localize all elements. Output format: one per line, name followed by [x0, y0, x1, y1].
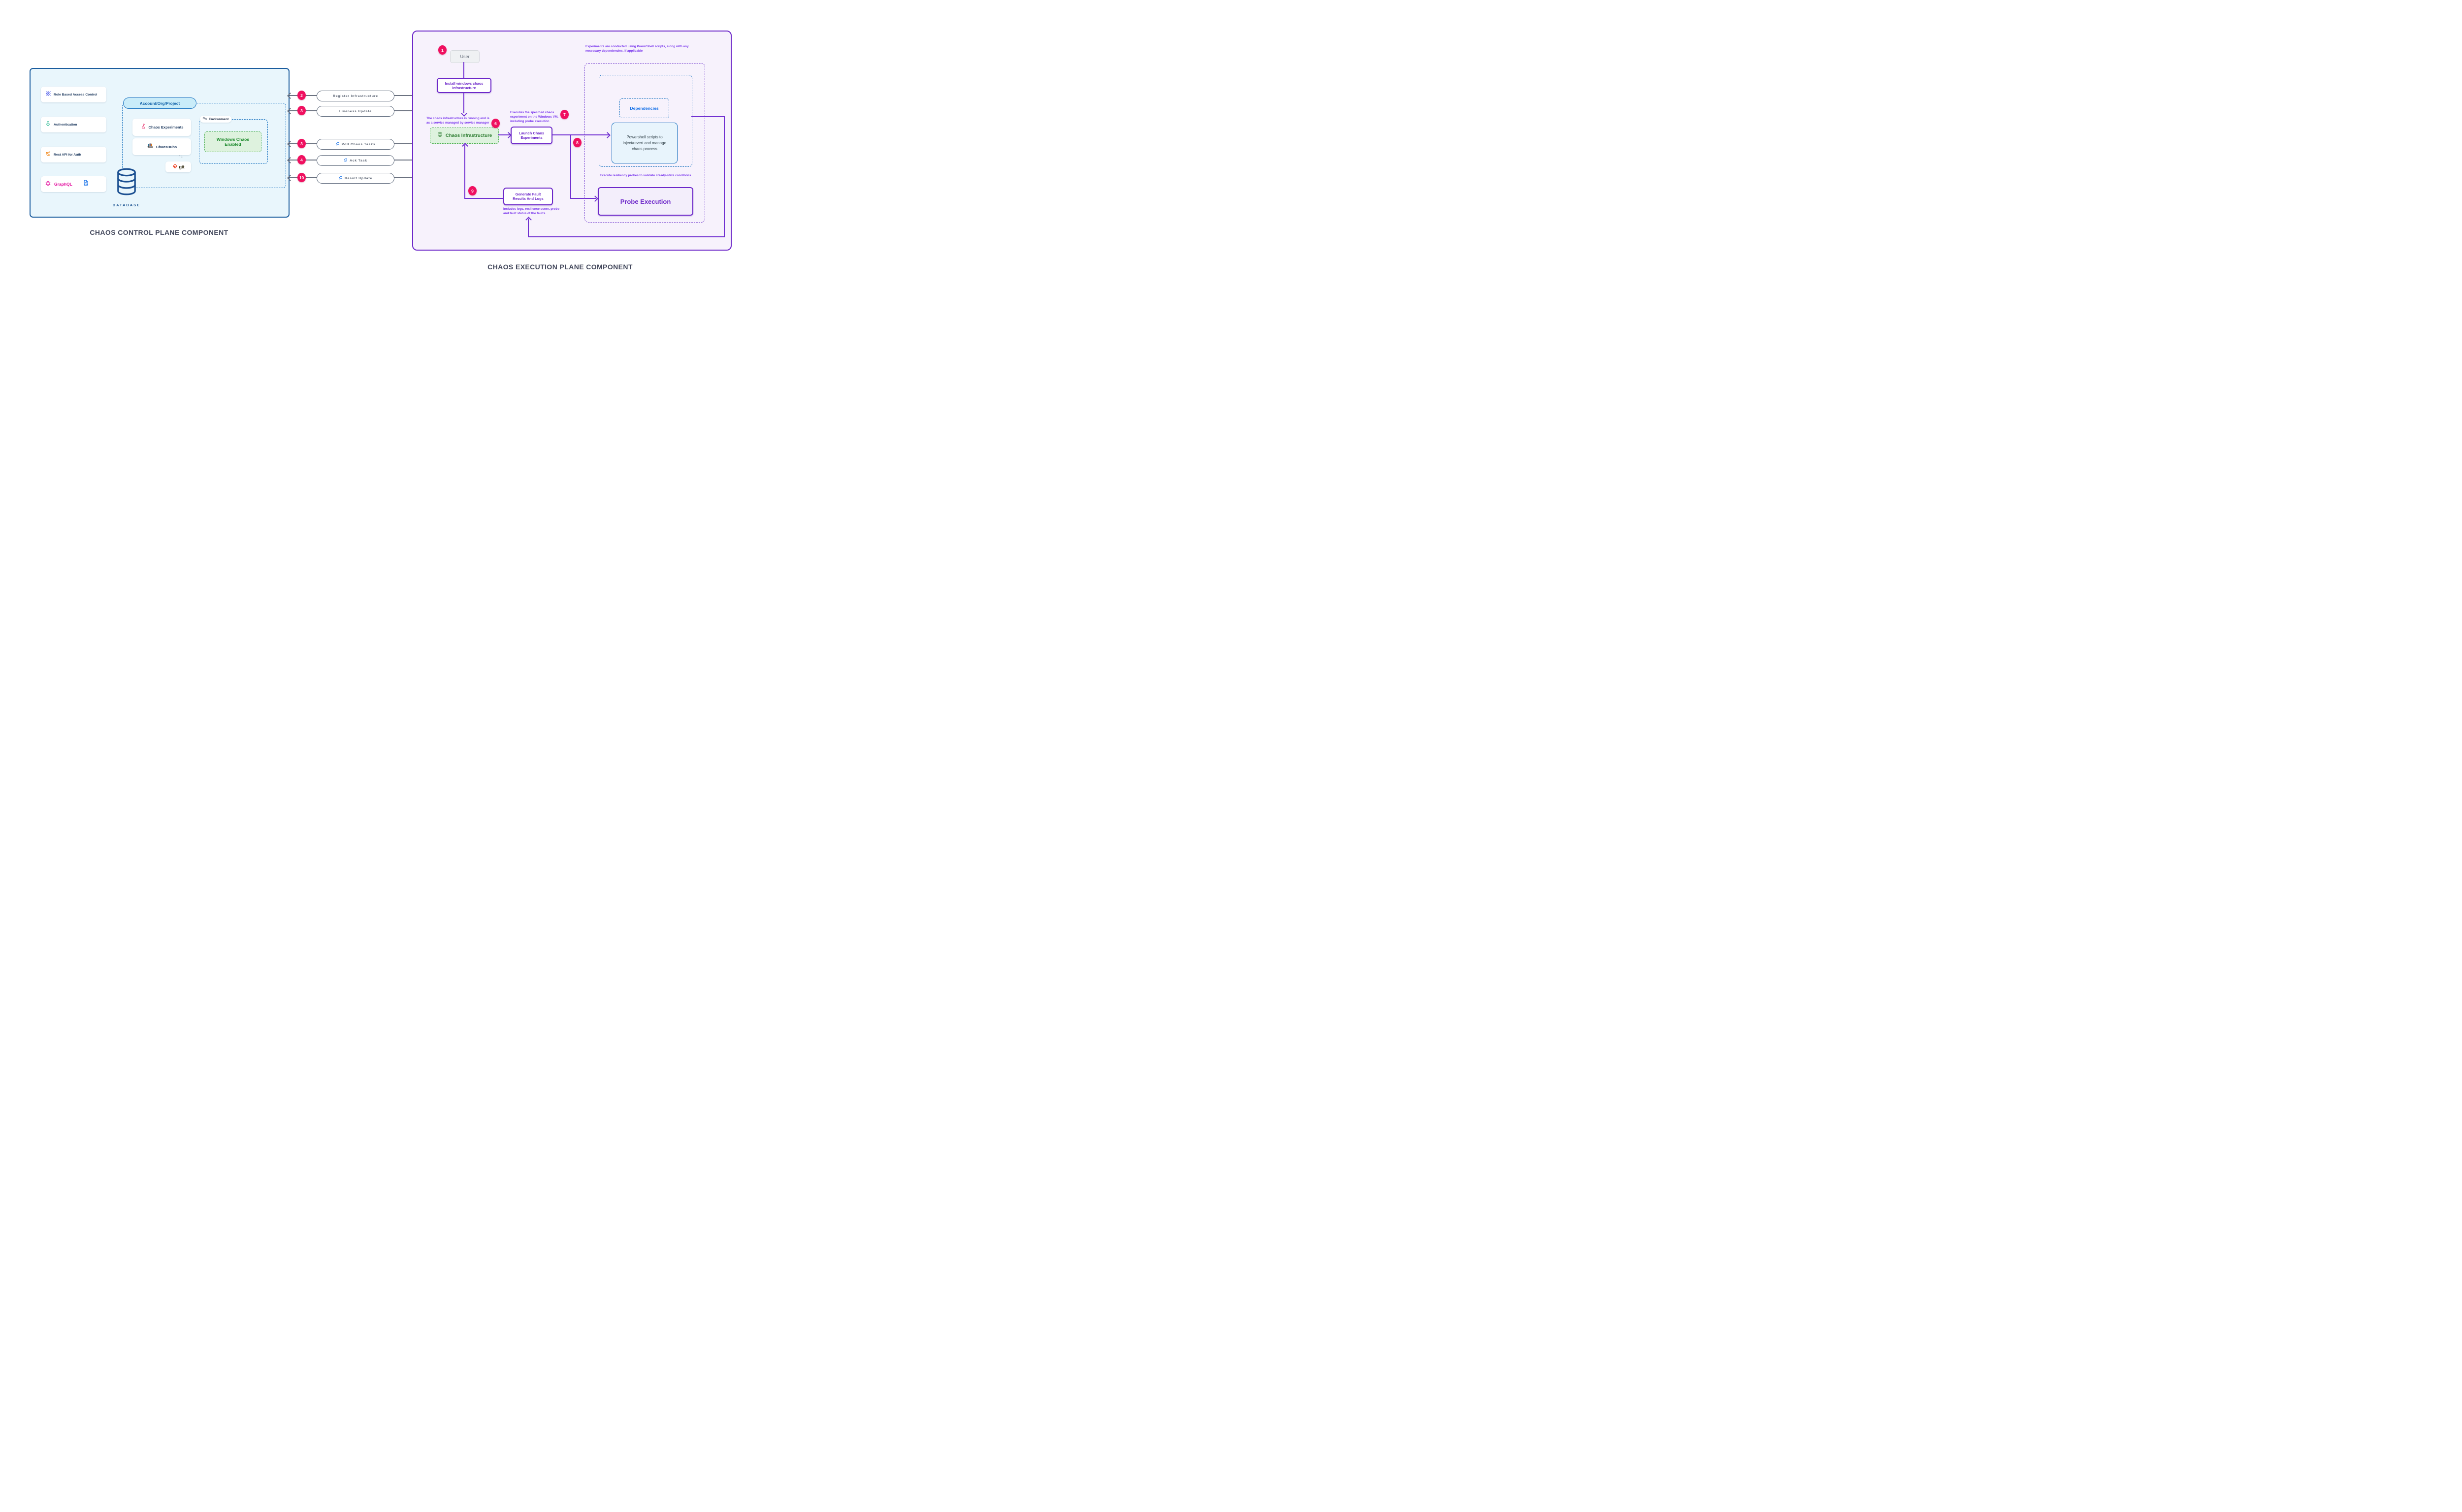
git-sync-arrows-icon: ↑↓: [179, 154, 183, 159]
git-label: git: [179, 164, 185, 169]
step-badge: 3: [297, 106, 306, 115]
annotation-running: The chaos infrastructure is running and …: [426, 117, 489, 125]
flow-label: Poll Chaos Tasks: [341, 142, 376, 146]
environment-container: [199, 119, 268, 164]
connector-generate-vertical: [464, 145, 465, 199]
flask-icon: [140, 123, 146, 132]
step-badge-user: 1: [438, 45, 447, 55]
graphql-icon: [45, 180, 51, 189]
powershell-scripts-label: Powershell scripts to inject/revert and …: [622, 134, 667, 151]
flow-label: Liveness Update: [339, 109, 372, 113]
flow-label: Register Infrastructure: [333, 94, 378, 98]
chaos-architecture-diagram: Role Based Access Control Authentication…: [0, 0, 759, 302]
chaos-experiments-label: Chaos Experiments: [148, 125, 184, 129]
api-document-icon: API: [83, 180, 89, 189]
feedback-line-right: [724, 116, 725, 237]
execution-plane-title: CHAOS EXECUTION PLANE COMPONENT: [487, 263, 633, 271]
account-org-project-label: Account/Org/Project: [139, 100, 180, 106]
dependencies-label: Dependencies: [630, 106, 659, 111]
connector-launch-powershell: [552, 134, 609, 135]
launch-chaos-experiments-box: Launch Chaos Experiments: [511, 127, 552, 144]
generate-fault-label: Generate Fault Results And Logs: [513, 192, 544, 201]
open-lock-icon: [45, 120, 51, 129]
database-label: DATABASE: [112, 203, 141, 207]
lab-rack-icon: [147, 142, 154, 151]
authentication-card: Authentication: [41, 117, 106, 132]
step-badge: 10: [297, 173, 306, 182]
generate-fault-box: Generate Fault Results And Logs: [503, 188, 553, 205]
feedback-line-up: [528, 219, 529, 237]
account-scope-container: [122, 103, 286, 188]
step-badge-generate: 9: [468, 186, 477, 195]
rest-api-card: Rest API for Auth: [41, 147, 106, 162]
connector-generate-horizontal: [464, 198, 504, 199]
annotation-experiments: Experiments are conducted using PowerShe…: [585, 45, 689, 53]
chaos-infrastructure-icon: [437, 131, 443, 140]
install-infrastructure-label: Install windows chaos infrastructure: [445, 81, 484, 90]
rbac-label: Role Based Access Control: [54, 93, 97, 97]
chaos-infrastructure-box: Chaos Infrastructure: [430, 128, 499, 144]
graphql-card: GraphQL API: [41, 176, 106, 192]
connector-user-install: [463, 62, 464, 78]
annotation-includes: Includes logs, resilience score, probe a…: [503, 207, 560, 216]
svg-text:API: API: [84, 184, 88, 186]
step-badge: 3: [297, 139, 306, 148]
refresh-icon: [336, 142, 340, 147]
refresh-icon: [344, 158, 348, 163]
annotation-probes: Execute resiliency probes to validate st…: [600, 174, 691, 177]
experiment-scope-container: [584, 63, 705, 223]
user-box: User: [450, 50, 480, 63]
powershell-scripts-box: Powershell scripts to inject/revert and …: [612, 123, 678, 163]
windows-chaos-enabled-box: Windows Chaos Enabled: [204, 131, 261, 152]
control-plane-title: CHAOS CONTROL PLANE COMPONENT: [90, 228, 228, 236]
connector-branch-horizontal: [570, 198, 596, 199]
chaoshubs-label: ChaosHubs: [156, 144, 177, 149]
step-badge-running: 6: [491, 119, 500, 128]
authentication-label: Authentication: [54, 123, 77, 127]
chaoshubs-card: ChaosHubs: [132, 138, 191, 155]
graphql-label: GraphQL: [54, 182, 72, 187]
powershell-scope-container: [599, 75, 692, 167]
flow-pill-poll-chaos-tasks: Poll Chaos Tasks: [317, 139, 394, 150]
flow-pill-ack-task: Ack Task: [317, 155, 394, 166]
install-infrastructure-box: Install windows chaos infrastructure: [437, 78, 491, 93]
rest-api-label: Rest API for Auth: [54, 153, 81, 157]
step-badge-probe-branch: 8: [573, 138, 582, 147]
connector-branch-vertical: [570, 135, 571, 199]
probe-execution-box: Probe Execution: [598, 187, 693, 216]
database-icon: [116, 167, 137, 198]
flow-pill-register-infrastructure: Register Infrastructure: [317, 91, 394, 101]
flow-label: Ack Task: [350, 159, 367, 162]
step-badge-executes: 7: [560, 110, 569, 119]
flow-pill-liveness-update: Liveness Update: [317, 106, 394, 117]
environment-label: Environment: [209, 117, 229, 121]
launch-chaos-experiments-label: Launch Chaos Experiments: [519, 131, 544, 140]
feedback-line-top: [691, 116, 725, 117]
step-badge: 4: [297, 155, 306, 164]
rbac-card: Role Based Access Control: [41, 87, 106, 102]
dependencies-box: Dependencies: [619, 98, 669, 118]
probe-execution-label: Probe Execution: [620, 197, 671, 205]
connector-infra-launch: [498, 134, 510, 135]
windows-chaos-enabled-label: Windows Chaos Enabled: [216, 137, 250, 147]
hexagons-icon: [202, 117, 207, 122]
step-badge: 2: [297, 91, 306, 100]
refresh-icon: [339, 176, 343, 181]
environment-pill: Environment: [200, 116, 231, 123]
chaos-experiments-card: Chaos Experiments: [132, 119, 191, 136]
annotation-executes: Executes the specified chaos experiment …: [510, 111, 558, 124]
git-icon: [172, 162, 178, 171]
user-label: User: [460, 54, 470, 59]
flow-pill-result-update: Result Update: [317, 173, 394, 184]
rbac-icon: [45, 90, 51, 99]
account-org-project-pill: Account/Org/Project: [123, 97, 196, 109]
connector-install-infra: [463, 93, 464, 113]
git-card: git: [165, 161, 191, 172]
flow-label: Result Update: [344, 176, 373, 180]
feedback-line-bottom: [528, 236, 725, 237]
network-share-icon: [45, 150, 51, 159]
chaos-infrastructure-label: Chaos Infrastructure: [445, 133, 492, 138]
